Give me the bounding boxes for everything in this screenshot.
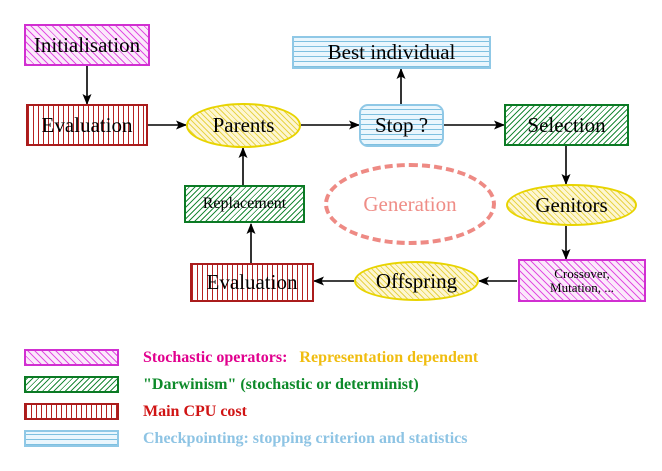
node-selection[interactable]: Selection [504, 104, 629, 146]
node-crossover-mutation[interactable]: Crossover, Mutation, ... [518, 259, 646, 302]
node-offspring-label: Offspring [375, 268, 458, 293]
legend-swatch-blue-horizontal [24, 430, 119, 447]
legend-swatch-red-vertical [24, 403, 119, 420]
node-replacement-label: Replacement [202, 194, 287, 212]
node-genitors[interactable]: Genitors [506, 184, 637, 226]
node-stop-label: Stop ? [374, 113, 429, 138]
node-stop[interactable]: Stop ? [359, 104, 444, 147]
legend-label-darwinism: "Darwinism" (stochastic or determinist) [143, 375, 419, 393]
node-replacement[interactable]: Replacement [184, 185, 305, 223]
node-initialisation[interactable]: Initialisation [24, 24, 150, 66]
legend-row-checkpointing: Checkpointing: stopping criterion and st… [24, 426, 644, 451]
legend-label-stochastic-operators: Stochastic operators: Representation depe… [143, 349, 478, 367]
node-generation-label: Generation [363, 191, 457, 216]
node-parents-label: Parents [212, 113, 275, 138]
node-evaluation-bottom-label: Evaluation [206, 270, 298, 295]
node-crossover-label-line1: Crossover, [554, 265, 610, 281]
legend-row-darwinism: "Darwinism" (stochastic or determinist) [24, 372, 644, 397]
node-genitors-label: Genitors [535, 192, 608, 217]
legend-swatch-green-diagonal [24, 376, 119, 393]
legend-text-stochastic-operators: Stochastic operators: [143, 348, 288, 366]
legend: Stochastic operators: Representation depe… [24, 345, 644, 453]
node-best-individual-label: Best individual [327, 40, 456, 65]
node-best-individual[interactable]: Best individual [292, 36, 491, 69]
node-selection-label: Selection [527, 112, 606, 137]
node-crossover-label-line2: Mutation, ... [550, 279, 614, 295]
node-generation-group: Generation [324, 163, 496, 245]
legend-swatch-magenta-diagonal [24, 349, 119, 366]
node-evaluation-top-label: Evaluation [41, 112, 133, 137]
node-evaluation-bottom[interactable]: Evaluation [190, 263, 314, 302]
legend-text-representation-dependent: Representation dependent [299, 348, 479, 366]
node-initialisation-label: Initialisation [33, 32, 141, 57]
node-parents[interactable]: Parents [186, 103, 301, 148]
legend-row-stochastic-operators: Stochastic operators: Representation depe… [24, 345, 644, 370]
node-offspring[interactable]: Offspring [354, 261, 479, 301]
node-evaluation-top[interactable]: Evaluation [26, 104, 148, 146]
legend-row-main-cpu-cost: Main CPU cost [24, 399, 644, 424]
legend-label-main-cpu-cost: Main CPU cost [143, 402, 247, 420]
legend-label-checkpointing: Checkpointing: stopping criterion and st… [143, 429, 468, 447]
